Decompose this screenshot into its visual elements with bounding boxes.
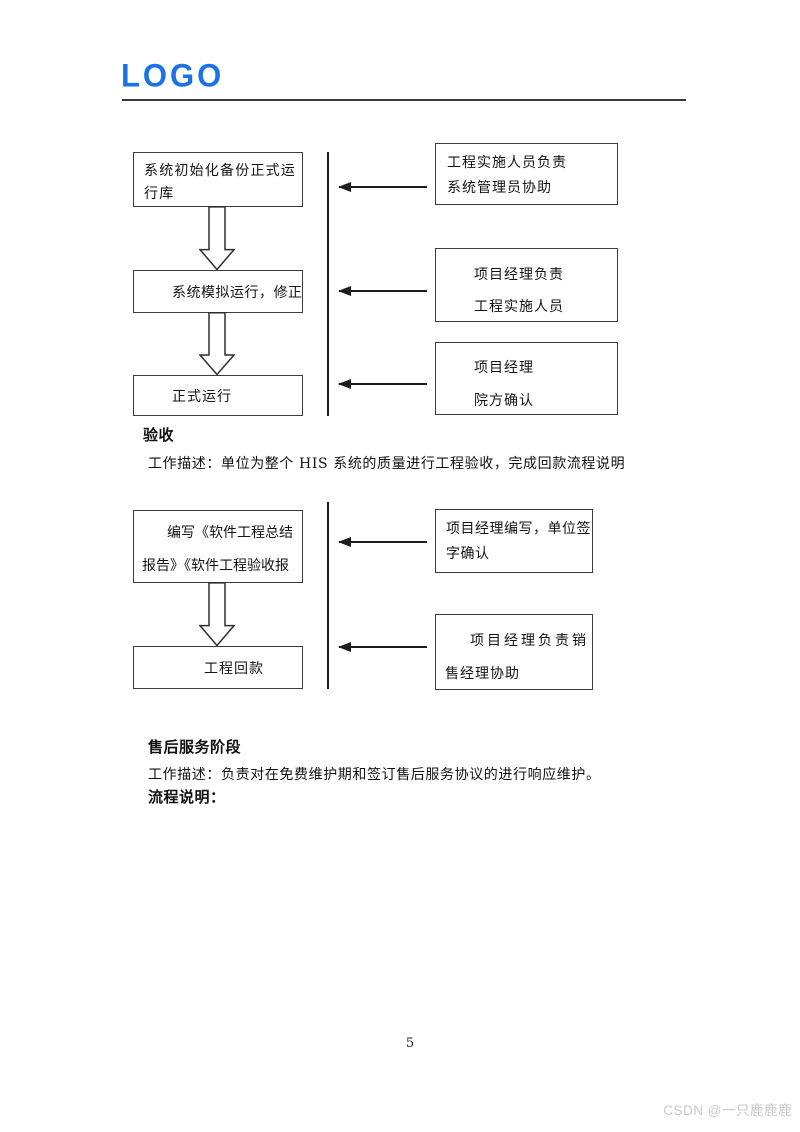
logo: LOGO	[121, 57, 225, 94]
section-subheading-process: 流程说明：	[148, 788, 226, 806]
box-text-line: 行库	[144, 186, 175, 202]
down-block-arrow	[199, 582, 235, 647]
flow-divider-line	[327, 152, 329, 416]
box-text-line: 报告》《软件工程验收报	[142, 558, 289, 574]
box-text-line: 正式运行	[172, 388, 232, 405]
down-block-arrow	[199, 312, 235, 376]
box-text-line: 编写《软件工程总结	[167, 525, 293, 541]
box-text-line: 项目经理	[474, 360, 534, 376]
down-block-arrow	[199, 206, 235, 271]
section-heading-after-sales: 售后服务阶段	[148, 738, 242, 756]
flow-box-implementer-responsible: 工程实施人员负责 系统管理员协助	[435, 143, 618, 205]
left-arrow	[338, 182, 427, 192]
box-text-line: 项目经理负责销	[470, 633, 589, 649]
flow-box-write-report: 编写《软件工程总结 报告》《软件工程验收报	[133, 510, 303, 583]
flow-box-project-payment: 工程回款	[133, 646, 303, 689]
section-description-after-sales: 工作描述：负责对在免费维护期和签订售后服务协议的进行响应维护。	[148, 767, 601, 783]
box-text-line: 工程实施人员	[474, 299, 564, 315]
box-text-line: 系统初始化备份正式运	[144, 163, 296, 179]
flow-box-simulate-run: 系统模拟运行，修正	[133, 270, 303, 313]
flow-box-pm-responsible: 项目经理负责 工程实施人员	[435, 248, 618, 322]
left-arrow	[338, 537, 427, 547]
flow-box-pm-write-sign: 项目经理编写，单位签 字确认	[435, 509, 593, 573]
box-text-line: 工程回款	[204, 660, 264, 677]
flow-box-pm-hospital-confirm: 项目经理 院方确认	[435, 342, 618, 415]
header-divider	[122, 99, 686, 101]
left-arrow	[338, 379, 427, 389]
flow-divider-line	[327, 502, 329, 689]
page-number: 5	[405, 1036, 415, 1051]
box-text-line: 项目经理编写，单位签	[446, 521, 591, 537]
left-arrow	[338, 642, 427, 652]
section-description-acceptance: 工作描述：单位为整个 HIS 系统的质量进行工程验收，完成回款流程说明	[148, 456, 626, 472]
flow-box-official-run: 正式运行	[133, 375, 303, 416]
box-text-line: 系统管理员协助	[447, 180, 552, 196]
section-heading-acceptance: 验收	[143, 426, 175, 444]
box-text-line: 字确认	[446, 546, 490, 562]
box-text-line: 系统模拟运行，修正	[172, 284, 303, 301]
box-text-line: 项目经理负责	[474, 267, 564, 283]
box-text-line: 院方确认	[474, 393, 534, 409]
box-text-line: 售经理协助	[445, 666, 520, 682]
csdn-watermark: CSDN @一只鹿鹿鹿	[663, 1103, 792, 1118]
box-text-line: 工程实施人员负责	[447, 155, 567, 171]
flow-box-system-init-backup: 系统初始化备份正式运 行库	[133, 152, 303, 207]
flow-box-pm-sales-assist: 项目经理负责销 售经理协助	[435, 614, 593, 690]
left-arrow	[338, 286, 427, 296]
